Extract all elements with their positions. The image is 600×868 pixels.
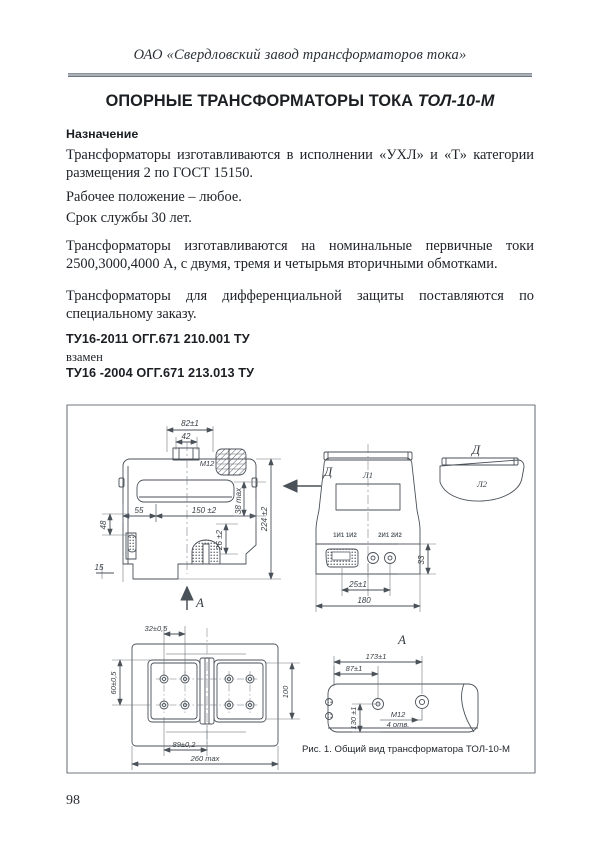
detail-label-d: Д (470, 442, 481, 457)
dim-32: 32±0,5 (145, 624, 169, 633)
dim-25: 25±1 (348, 580, 367, 589)
dim-130: 130 ±1 (349, 707, 358, 730)
standard-previous: ТУ16 -2004 ОГГ.671 213.013 ТУ (66, 366, 255, 380)
publisher-header: ОАО «Свердловский завод трансформаторов … (133, 47, 467, 63)
standard-replaces-label: взамен (66, 350, 103, 364)
terminal-marks-2: 2И1 2И2 (378, 533, 402, 539)
dim-42: 42 (182, 432, 191, 441)
dim-82: 82±1 (181, 419, 199, 428)
paragraph-working-position: Рабочее положение – любое. (66, 189, 242, 205)
page-title-main: ОПОРНЫЕ ТРАНСФОРМАТОРЫ ТОКА (105, 92, 418, 110)
dim-173: 173±1 (366, 652, 387, 661)
technical-drawing: 82±1 42 M12 55 150 ±2 38 max (66, 404, 536, 774)
dim-48: 48 (99, 520, 108, 529)
page-number: 98 (66, 793, 80, 808)
view-arrow-label-d: Д (322, 464, 333, 479)
dim-4-holes: 4 отв. (387, 720, 410, 729)
dim-33: 33 (417, 555, 426, 564)
dim-87: 87±1 (346, 664, 363, 673)
header-rule (68, 73, 532, 77)
terminal-label-l1: Л1 (362, 470, 373, 480)
dim-55: 55 (135, 506, 144, 515)
dim-150: 150 ±2 (192, 506, 217, 515)
dim-38-max: 38 max (234, 487, 243, 514)
view-a-label: А (397, 632, 406, 647)
page-title-model: ТОЛ-10-М (417, 92, 495, 110)
dim-m12-holes: M12 (391, 710, 406, 719)
dim-60: 60±0,5 (109, 671, 118, 695)
paragraph-execution: Трансформаторы изготавливаются в исполне… (66, 147, 534, 181)
dim-260: 260 max (190, 754, 220, 763)
dim-100: 100 (281, 685, 290, 698)
dim-224: 224 ±2 (260, 506, 269, 532)
dim-26: 26 ±2 (215, 529, 224, 551)
standard-current: ТУ16-2011 ОГГ.671 210.001 ТУ (66, 332, 250, 346)
page-title: ОПОРНЫЕ ТРАНСФОРМАТОРЫ ТОКА ТОЛ-10-М (0, 92, 600, 111)
view-arrow-label-a: А (195, 595, 204, 610)
figure-general-view: 82±1 42 M12 55 150 ±2 38 max (66, 404, 536, 774)
paragraph-differential-protection: Трансформаторы для дифференциальной защи… (66, 288, 534, 322)
section-heading-purpose: Назначение (66, 127, 139, 141)
dim-180: 180 (357, 596, 371, 605)
paragraph-service-life: Срок службы 30 лет. (66, 210, 192, 226)
dim-15: 15 (95, 563, 104, 572)
dim-m12-stud: M12 (200, 459, 215, 468)
terminal-marks-1: 1И1 1И2 (333, 533, 357, 539)
terminal-label-l2: Л2 (476, 479, 488, 489)
dim-89: 89±0,2 (173, 740, 197, 749)
paragraph-rated-currents: Трансформаторы изготавливаются на номина… (66, 238, 534, 272)
figure-caption: Рис. 1. Общий вид трансформатора ТОЛ-10-… (302, 744, 511, 755)
